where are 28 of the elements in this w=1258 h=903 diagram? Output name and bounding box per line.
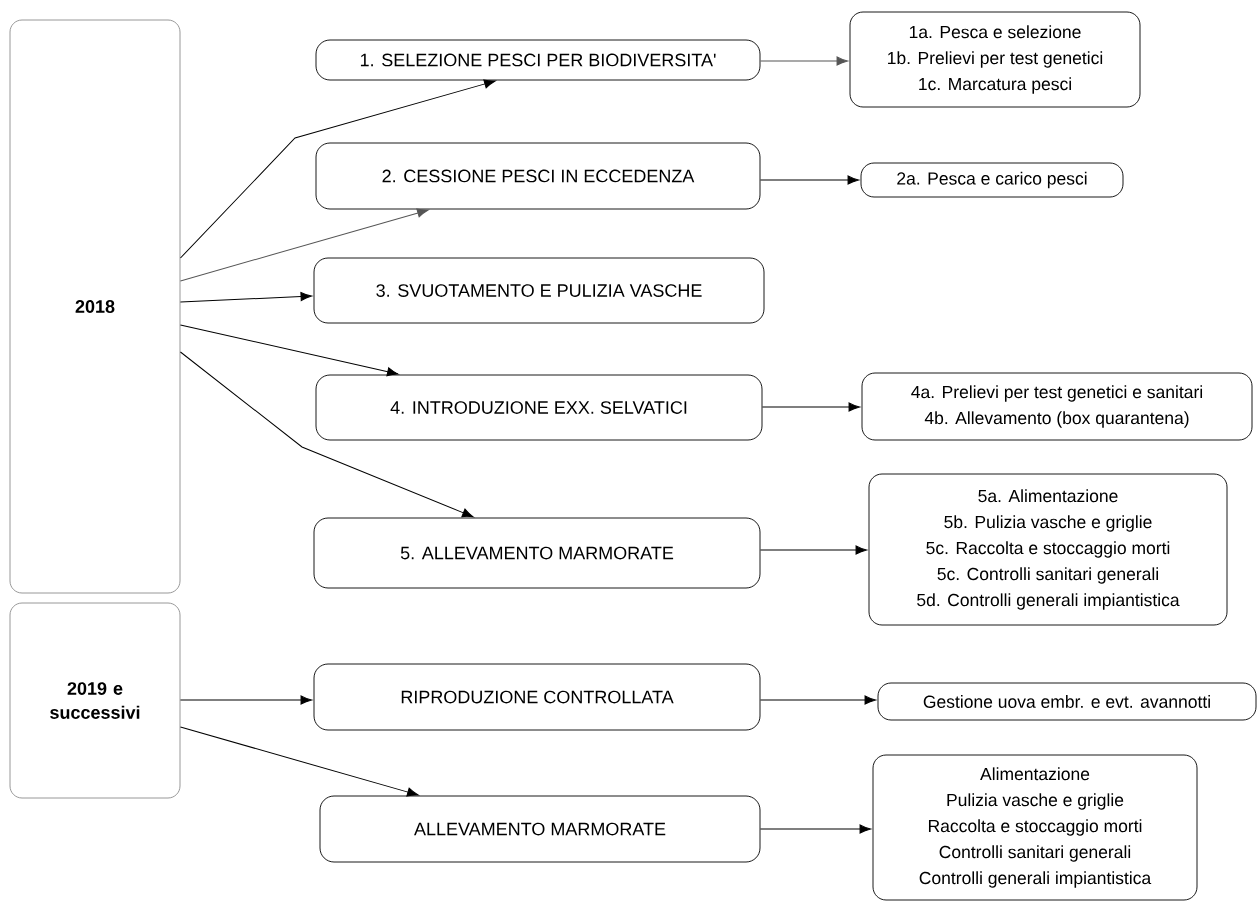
arrow	[179, 351, 474, 518]
arrow	[179, 726, 419, 797]
task-box: Gestione uova embr. e evt. avannotti	[877, 682, 1257, 721]
task-box: 2a. Pesca e carico pesci	[860, 162, 1124, 198]
activity-box: 5. ALLEVAMENTO MARMORATE	[313, 517, 761, 589]
activity-box: 3. SVUOTAMENTO E PULIZIA VASCHE	[313, 257, 765, 324]
activity-box: 2. CESSIONE PESCI IN ECCEDENZA	[315, 142, 761, 210]
task-box: 1a. Pesca e selezione 1b. Prelievi per test genetici 1c. Marcatura pesci	[849, 11, 1141, 108]
arrow	[179, 208, 429, 282]
arrow	[759, 56, 849, 66]
arrow	[759, 695, 877, 705]
activity-box: 4. INTRODUZIONE EXX. SELVATICI	[315, 374, 763, 441]
activity-box: ALLEVAMENTO MARMORATE	[319, 795, 761, 863]
year-box: 2019 e successivi	[9, 602, 181, 799]
arrow	[759, 824, 872, 834]
task-box: 4a. Prelievi per test genetici e sanitari 4b. Allevamento (box quarantena)	[861, 372, 1253, 441]
arrow	[179, 79, 496, 259]
arrow	[759, 175, 860, 185]
activity-box: RIPRODUZIONE CONTROLLATA	[313, 663, 761, 731]
arrow	[761, 402, 861, 412]
arrow	[759, 545, 868, 555]
year-box: 2018	[9, 19, 181, 594]
arrow	[179, 324, 399, 377]
arrow	[179, 291, 313, 303]
activity-box: 1. SELEZIONE PESCI PER BIODIVERSITA'	[315, 39, 761, 81]
arrow	[179, 695, 313, 705]
task-box: Alimentazione Pulizia vasche e griglie Raccolta e stoccaggio morti Controlli sanitari generali Controlli generali impiantistica	[872, 754, 1198, 901]
task-box: 5a. Alimentazione 5b. Pulizia vasche e griglie 5c. Raccolta e stoccaggio morti 5c. Controlli sanitari generali 5d. Controlli generali impiantistica	[868, 473, 1228, 626]
